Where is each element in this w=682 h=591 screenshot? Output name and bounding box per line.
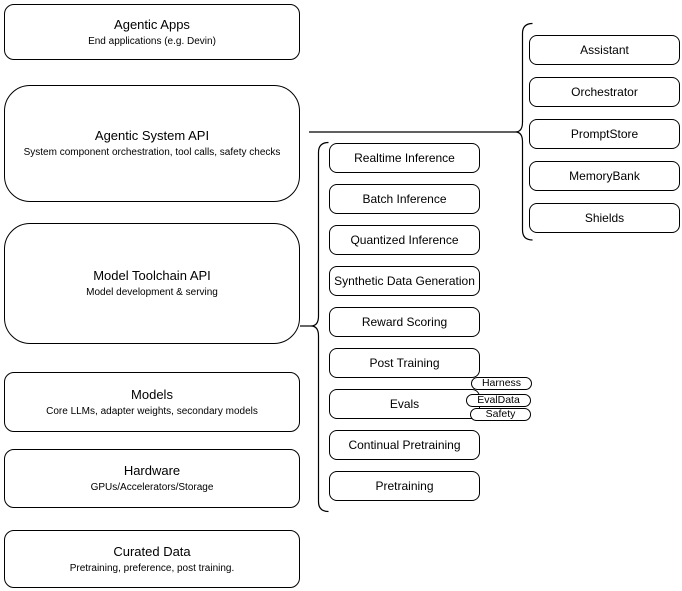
toolchain-item-reward-scoring: Reward Scoring (329, 307, 480, 337)
box-subtitle: System component orchestration, tool cal… (23, 147, 281, 158)
evals-tag-safety: Safety (470, 408, 531, 421)
evals-tag-evaldata: EvalData (466, 394, 531, 407)
toolchain-item-synthetic-data-generation: Synthetic Data Generation (329, 266, 480, 296)
toolchain-item-realtime-inference: Realtime Inference (329, 143, 480, 173)
box-subtitle: GPUs/Accelerators/Storage (90, 482, 214, 493)
curated-data-box: Curated Data Pretraining, preference, po… (4, 530, 300, 588)
toolchain-item-batch-inference: Batch Inference (329, 184, 480, 214)
box-title: Curated Data (113, 543, 191, 559)
agentic-system-api-box: Agentic System API System component orch… (4, 85, 300, 202)
system-component-memorybank: MemoryBank (529, 161, 680, 191)
system-component-promptstore: PromptStore (529, 119, 680, 149)
box-subtitle: End applications (e.g. Devin) (88, 35, 216, 47)
middle-brace (310, 141, 329, 513)
toolchain-item-post-training: Post Training (329, 348, 480, 378)
hardware-box: Hardware GPUs/Accelerators/Storage (4, 449, 300, 508)
box-title: Models (131, 386, 173, 402)
box-title: Agentic Apps (114, 16, 190, 32)
agentic-apps-box: Agentic Apps End applications (e.g. Devi… (4, 4, 300, 60)
models-box: Models Core LLMs, adapter weights, secon… (4, 372, 300, 432)
system-component-shields: Shields (529, 203, 680, 233)
system-component-assistant: Assistant (529, 35, 680, 65)
box-subtitle: Core LLMs, adapter weights, secondary mo… (46, 405, 258, 417)
toolchain-item-quantized-inference: Quantized Inference (329, 225, 480, 255)
system-component-orchestrator: Orchestrator (529, 77, 680, 107)
toolchain-item-evals: Evals (329, 389, 480, 419)
evals-tag-harness: Harness (471, 377, 532, 390)
toolchain-item-continual-pretraining: Continual Pretraining (329, 430, 480, 460)
toolchain-item-pretraining: Pretraining (329, 471, 480, 501)
box-title: Model Toolchain API (93, 268, 211, 283)
box-title: Hardware (123, 463, 181, 478)
box-title: Agentic System API (94, 128, 210, 143)
model-toolchain-api-box: Model Toolchain API Model development & … (4, 223, 300, 344)
box-subtitle: Pretraining, preference, post training. (69, 562, 235, 574)
box-subtitle: Model development & serving (86, 287, 218, 298)
